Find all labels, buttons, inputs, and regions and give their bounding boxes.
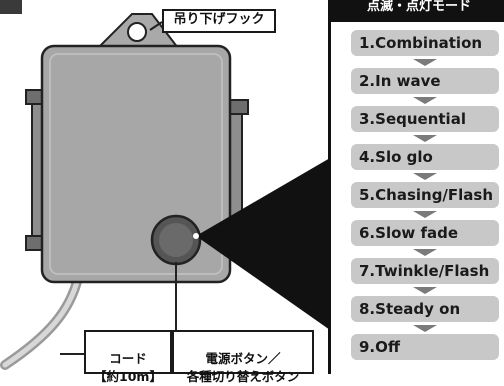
body-inner-edge (49, 53, 223, 275)
corner-tab (0, 0, 22, 14)
down-arrow-icon (413, 59, 437, 66)
cord-label: コード 【約10m】 (84, 330, 172, 384)
hook-label-text: 吊り下げフック (173, 12, 265, 27)
power-button-face (159, 223, 193, 257)
wedge-dot (193, 233, 199, 239)
mode-item-6: 6.Slow fade (351, 220, 499, 246)
mode-item-4: 4.Slo glo (351, 144, 499, 170)
cord-highlight (2, 275, 81, 368)
down-arrow-icon (413, 211, 437, 218)
mode-item-1: 1.Combination (351, 30, 499, 56)
mode-panel: 点滅・点灯モード 1.Combination 2.In wave 3.Seque… (328, 0, 504, 374)
cord-label-text: コード 【約10m】 (94, 351, 162, 384)
down-arrow-icon (413, 287, 437, 294)
mode-item-5: 5.Chasing/Flash (351, 182, 499, 208)
mode-item-3: 3.Sequential (351, 106, 499, 132)
controller-illustration (0, 0, 330, 370)
mode-panel-title: 点滅・点灯モード (331, 0, 504, 22)
mode-item-8: 8.Steady on (351, 296, 499, 322)
controller-body (40, 44, 232, 284)
hook-hole-icon (127, 22, 147, 42)
hook-label: 吊り下げフック (162, 9, 276, 33)
down-arrow-icon (413, 249, 437, 256)
down-arrow-icon (413, 97, 437, 104)
button-label: 電源ボタン／ 各種切り替えボタン (172, 330, 314, 384)
mode-item-2: 2.In wave (351, 68, 499, 94)
button-label-text: 電源ボタン／ 各種切り替えボタン (186, 351, 300, 384)
mode-item-9: 9.Off (351, 334, 499, 360)
zoom-wedge (196, 158, 330, 330)
cord (0, 273, 83, 370)
hook-leader-line (149, 21, 163, 31)
down-arrow-icon (413, 325, 437, 332)
down-arrow-icon (413, 173, 437, 180)
mode-item-7: 7.Twinkle/Flash (351, 258, 499, 284)
down-arrow-icon (413, 135, 437, 142)
